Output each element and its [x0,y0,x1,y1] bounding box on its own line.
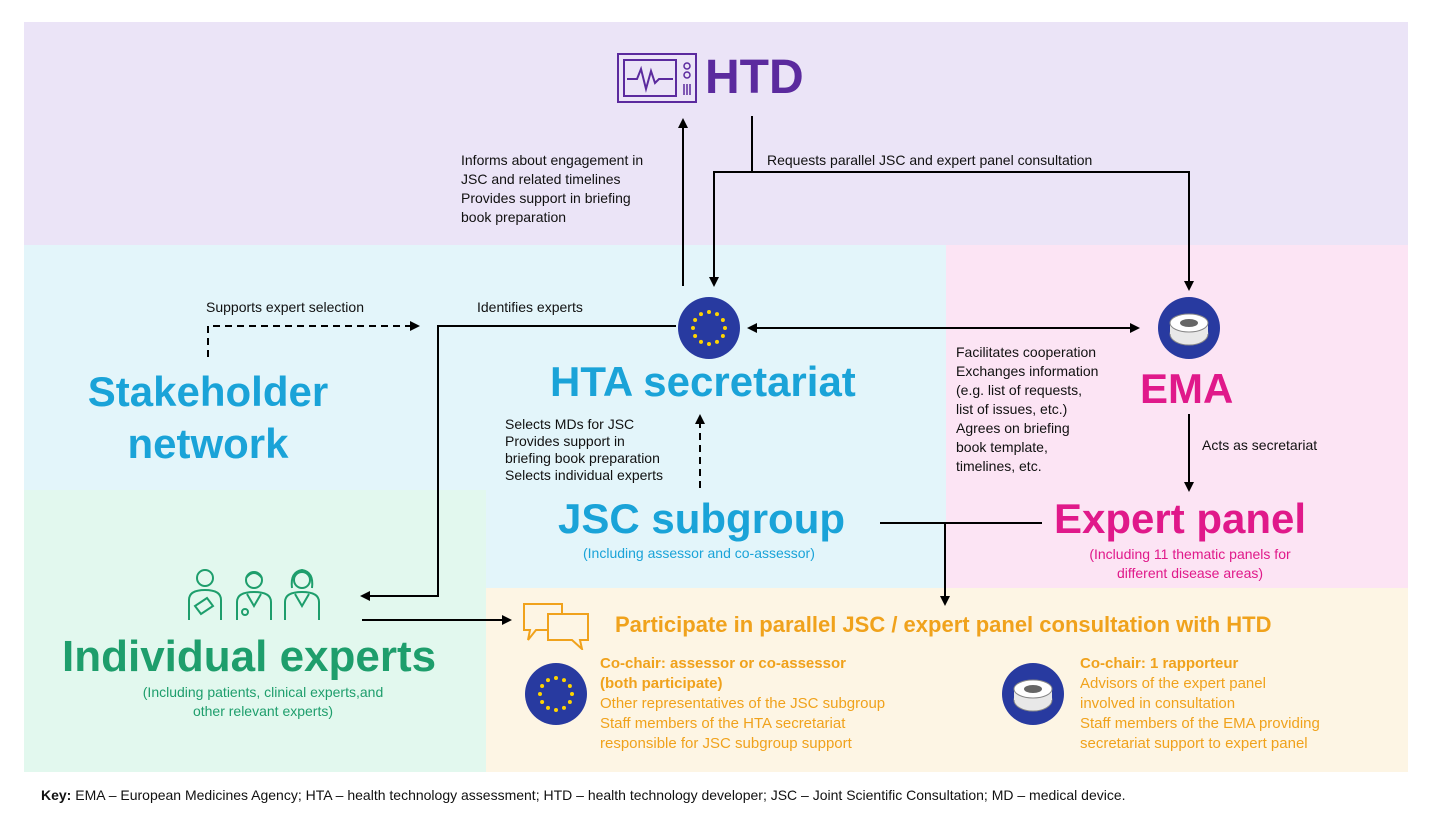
jsc-title: JSC subgroup [558,495,846,542]
key-legend: Key: EMA – European Medicines Agency; HT… [41,786,1126,805]
individual-subtitle: (Including patients, clinical experts,an… [142,684,384,719]
facilitates-label: Facilitates cooperation Exchanges inform… [956,344,1099,474]
stakeholder-title: Stakeholder network [87,368,329,467]
jsc-zone [486,490,946,588]
participate-right-text: Co-chair: 1 rapporteur Advisors of the e… [1080,655,1320,752]
ema-logo-icon [1001,662,1065,726]
monitor-heartbeat-icon [617,53,697,103]
ema-logo-icon [1157,296,1221,360]
htd-zone [24,22,1408,245]
hta-zone [24,245,946,490]
expert-panel-subtitle: (Including 11 thematic panels for differ… [1089,546,1291,581]
individual-title: Individual experts [62,632,437,681]
informs-label: Informs about engagement in JSC and rela… [461,152,644,225]
key-text: EMA – European Medicines Agency; HTA – h… [71,787,1126,803]
participate-zone [486,588,1408,772]
arrow-identifies-experts [360,325,676,601]
acts-label: Acts as secretariat [1202,437,1318,453]
people-group-icon [183,566,325,622]
eu-flag-icon [524,662,588,726]
supports-selection-label: Supports expert selection [206,299,364,315]
eu-flag-icon [677,296,741,360]
jsc-subtitle: (Including assessor and co-assessor) [583,545,815,561]
identifies-label: Identifies experts [477,299,583,315]
htd-title: HTD [705,51,804,104]
expert-panel-title: Expert panel [1054,495,1307,542]
individual-zone [24,490,486,772]
participate-title: Participate in parallel JSC / expert pan… [615,612,1272,637]
arrow-htd-requests [709,116,753,287]
ema-title: EMA [1140,365,1234,412]
arrow-htd-to-ema [752,171,1194,291]
participate-left-text: Co-chair: assessor or co-assessor (both … [600,655,886,752]
key-label: Key: [41,787,72,803]
arrow-supports-selection [207,321,420,357]
chat-bubbles-icon [522,602,592,652]
hta-title: HTA secretariat [550,358,856,405]
selects-label: Selects MDs for JSC Provides support in … [505,416,663,483]
requests-label: Requests parallel JSC and expert panel c… [767,152,1093,168]
